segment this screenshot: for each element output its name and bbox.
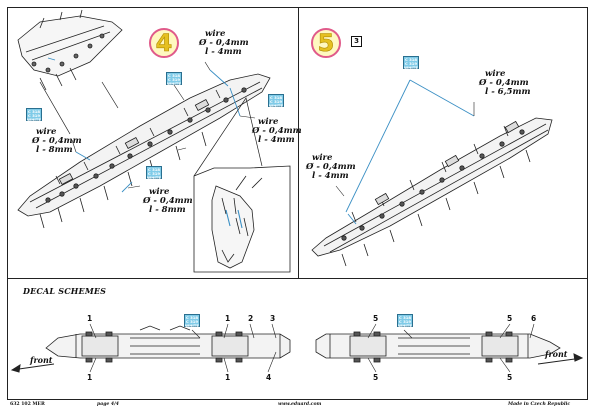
- step-5-badge: 5: [311, 28, 341, 58]
- decal-color: WHITE: [269, 102, 283, 108]
- scheme-number: 1: [87, 373, 93, 382]
- scheme-number: 1: [225, 314, 231, 323]
- scheme-number: 5: [507, 314, 513, 323]
- wire-diameter: Ø - 0,4mm: [252, 126, 302, 136]
- scheme-number: 6: [531, 314, 537, 323]
- decal-code: C 319: [27, 112, 41, 118]
- wire-diameter: Ø - 0,4mm: [306, 162, 356, 172]
- wire-length: l - 4mm: [312, 171, 349, 181]
- scheme-number: 1: [87, 314, 93, 323]
- scheme-number: 5: [507, 373, 513, 382]
- decal-color: WHITE: [27, 116, 41, 122]
- decal-code: C 318: [185, 314, 199, 320]
- decal-code: C 319: [185, 318, 199, 324]
- footer-url: www.eduard.com: [278, 402, 322, 407]
- decal-color: WHITE: [167, 80, 181, 86]
- step-4-wire-label-3: wire Ø - 0,4mm l - 4mm: [252, 118, 302, 145]
- wire-length: l - 8mm: [36, 145, 73, 155]
- decal-code: C 319: [398, 318, 412, 324]
- wire-length: l - 4mm: [258, 135, 295, 145]
- decal-schemes-heading: DECAL SCHEMES: [23, 286, 107, 296]
- step-4-wire-label-1: wire Ø - 0,4mm l - 4mm: [199, 30, 249, 57]
- decal-color: WHITE: [185, 322, 199, 328]
- footer-page: page 4/4: [97, 402, 119, 407]
- wire-word: wire: [205, 29, 226, 39]
- decal-color: WHITE: [404, 64, 418, 70]
- decal-code: C 318: [404, 56, 418, 62]
- wire-diameter: Ø - 0,4mm: [32, 136, 82, 146]
- wire-word: wire: [312, 153, 333, 163]
- decal-schemes-frame: [7, 278, 588, 400]
- wire-word: wire: [258, 117, 279, 127]
- scheme-number: 1: [225, 373, 231, 382]
- wire-word: wire: [485, 69, 506, 79]
- scheme-number: 5: [373, 314, 379, 323]
- decal-code: C 319: [147, 170, 161, 176]
- decal-code: C 319: [167, 76, 181, 82]
- scheme-number: 5: [373, 373, 379, 382]
- wire-length: l - 4mm: [205, 47, 242, 57]
- footer-made-in: Made in Czech Republic: [508, 402, 571, 407]
- step-5-wire-label-2: wire Ø - 0,4mm l - 4mm: [306, 154, 356, 181]
- wire-length: l - 8mm: [149, 205, 186, 215]
- step-4-wire-label-2: wire Ø - 0,4mm l - 8mm: [32, 128, 82, 155]
- wire-diameter: Ø - 0,4mm: [143, 196, 193, 206]
- decal-code: C 318: [27, 108, 41, 114]
- step-4-badge: 4: [149, 28, 179, 58]
- wire-word: wire: [149, 187, 170, 197]
- wire-diameter: Ø - 0,4mm: [479, 78, 529, 88]
- wire-length: l - 6,5mm: [485, 87, 531, 97]
- decal-code: C 318: [398, 314, 412, 320]
- decal-code: C 319: [404, 60, 418, 66]
- decal-color: WHITE: [398, 322, 412, 328]
- step-5-part-box: 3: [351, 36, 362, 47]
- front-label-right: front: [545, 349, 568, 359]
- front-label-left: front: [30, 355, 53, 365]
- decal-code: C 318: [167, 72, 181, 78]
- step-5-wire-label-1: wire Ø - 0,4mm l - 6,5mm: [479, 70, 530, 97]
- scheme-number: 3: [270, 314, 276, 323]
- decal-code: C 319: [269, 98, 283, 104]
- step-4-wire-label-4: wire Ø - 0,4mm l - 8mm: [143, 188, 193, 215]
- footer-code: 632 102 MER: [10, 402, 45, 407]
- decal-color: WHITE: [147, 174, 161, 180]
- decal-code: C 318: [269, 94, 283, 100]
- wire-diameter: Ø - 0,4mm: [199, 38, 249, 48]
- wire-word: wire: [36, 127, 57, 137]
- scheme-number: 4: [266, 373, 272, 382]
- scheme-number: 2: [248, 314, 254, 323]
- decal-code: C 318: [147, 166, 161, 172]
